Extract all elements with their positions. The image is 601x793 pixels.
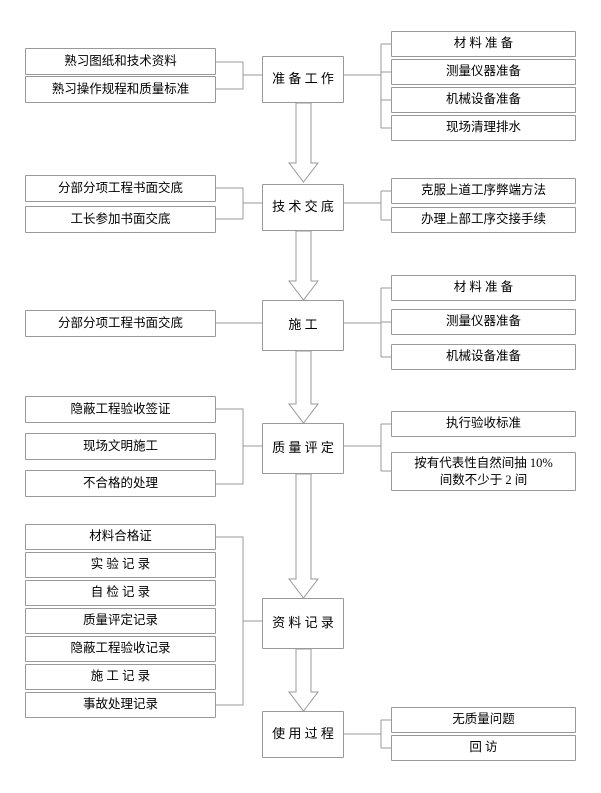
- stage-quality-center: 质 量 评 定: [262, 423, 344, 474]
- stage-quality-left-item-0: 隐蔽工程验收签证: [25, 396, 216, 423]
- stage-tech-left-item-1: 工长参加书面交底: [25, 206, 216, 233]
- stage-quality-right-item-0: 执行验收标准: [391, 411, 576, 437]
- stage-tech-right-item-1: 办理上部工序交接手续: [391, 207, 576, 233]
- stage-construct-left-item-0: 分部分项工程书面交底: [25, 310, 216, 337]
- stage-construct-right-item-1: 测量仪器准备: [391, 309, 576, 335]
- stage-quality-left-item-1: 现场文明施工: [25, 433, 216, 460]
- stage-records-left-item-4: 隐蔽工程验收记录: [25, 636, 216, 662]
- stage-prep-left-item-1: 熟习操作规程和质量标准: [25, 76, 216, 103]
- stage-prep-right-item-3: 现场清理排水: [391, 115, 576, 141]
- stage-construct-right-item-2: 机械设备准备: [391, 344, 576, 370]
- stage-usage-right-item-0: 无质量问题: [391, 707, 576, 733]
- stage-records-left-item-2: 自 检 记 录: [25, 580, 216, 606]
- stage-usage-right-item-1: 回 访: [391, 735, 576, 761]
- stage-usage-center: 使 用 过 程: [262, 711, 344, 758]
- stage-prep-right-item-0: 材 料 准 备: [391, 31, 576, 57]
- stage-quality-left-item-2: 不合格的处理: [25, 470, 216, 497]
- stage-records-left-item-1: 实 验 记 录: [25, 552, 216, 578]
- stage-records-left-item-6: 事故处理记录: [25, 692, 216, 718]
- stage-prep-right-item-1: 测量仪器准备: [391, 59, 576, 85]
- stage-tech-right-item-0: 克服上道工序弊端方法: [391, 178, 576, 204]
- stage-quality-right-item-1: 按有代表性自然间抽 10% 间数不少于 2 间: [391, 452, 576, 491]
- stage-construct-center: 施 工: [262, 300, 344, 351]
- stage-prep-center: 准 备 工 作: [262, 56, 344, 103]
- stage-tech-center: 技 术 交 底: [262, 184, 344, 231]
- stage-tech-left-item-0: 分部分项工程书面交底: [25, 175, 216, 202]
- stage-construct-right-item-0: 材 料 准 备: [391, 275, 576, 301]
- stage-records-left-item-5: 施 工 记 录: [25, 664, 216, 690]
- stage-records-center: 资 料 记 录: [262, 598, 344, 649]
- stage-records-left-item-0: 材料合格证: [25, 524, 216, 550]
- stage-records-left-item-3: 质量评定记录: [25, 608, 216, 634]
- stage-prep-right-item-2: 机械设备准备: [391, 87, 576, 113]
- stage-prep-left-item-0: 熟习图纸和技术资料: [25, 48, 216, 75]
